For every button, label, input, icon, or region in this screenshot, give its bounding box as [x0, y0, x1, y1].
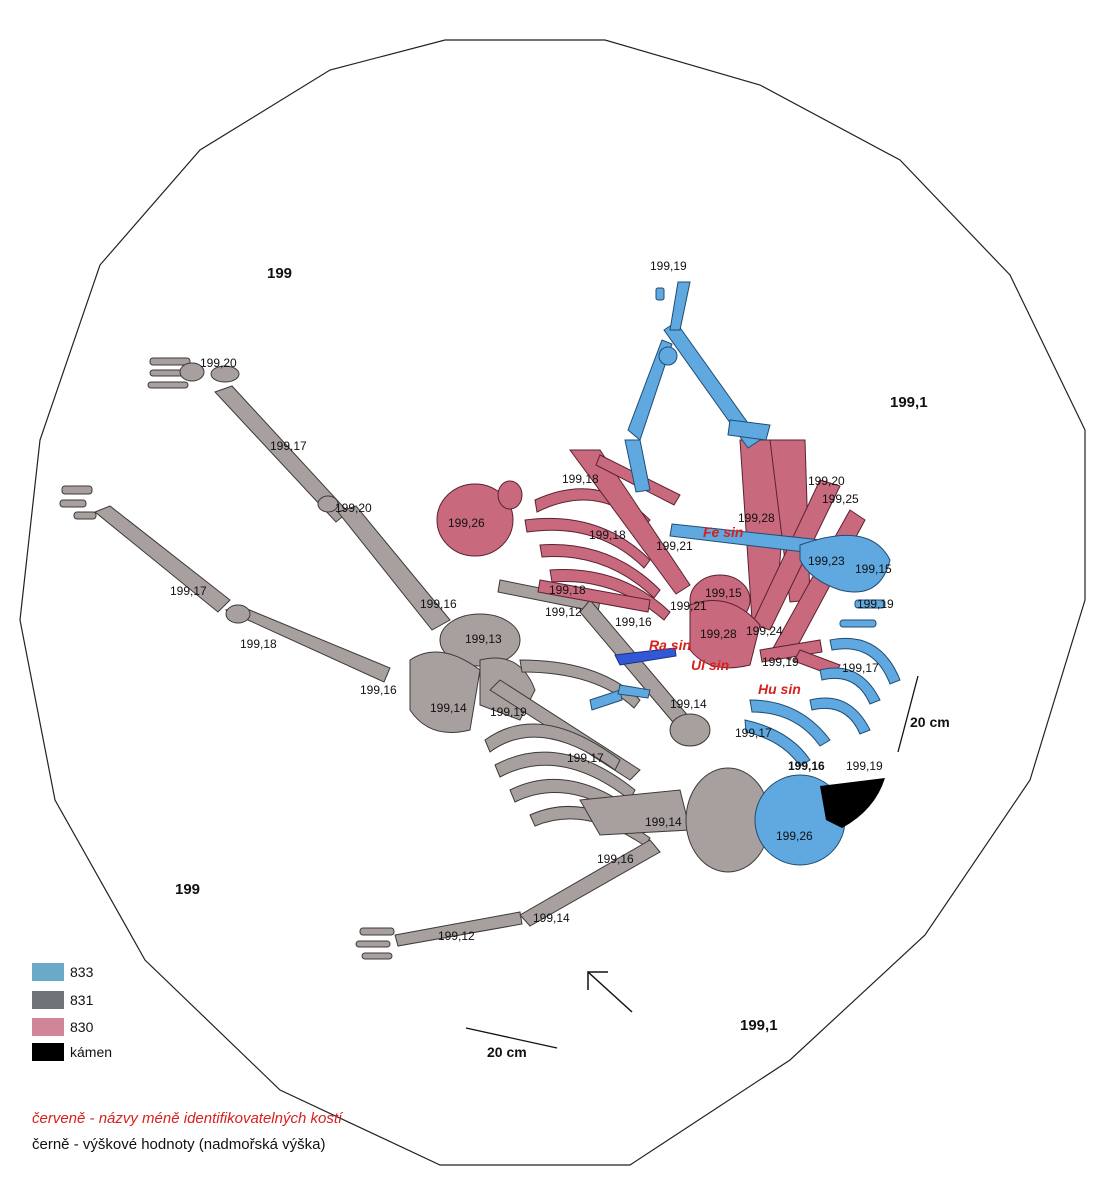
radius-sin-bone: [614, 647, 677, 666]
elevation-label: 199,16: [788, 759, 825, 773]
skeleton-831: [59, 357, 771, 960]
zone-label: 199,1: [890, 394, 928, 411]
elevation-label: 199,17: [735, 726, 772, 740]
elevation-label: 199,17: [270, 439, 307, 453]
elevation-label: 199,20: [808, 474, 845, 488]
legend: 833 831 830 kámen: [32, 963, 112, 1061]
elevation-label: 199,17: [170, 584, 207, 598]
legend-label: 830: [70, 1019, 94, 1035]
skeleton-833: [589, 281, 901, 866]
bone-name-label: Fe sin: [703, 524, 743, 540]
elevation-label: 199,16: [360, 683, 397, 697]
elevation-label: 199,14: [645, 815, 682, 829]
elevation-label: 199,24: [746, 624, 783, 638]
elevation-label: 199,25: [822, 492, 859, 506]
elevation-label: 199,20: [200, 356, 237, 370]
elevation-label: 199,15: [855, 562, 892, 576]
elevation-label: 199,16: [420, 597, 457, 611]
elevation-label: 199,13: [465, 632, 502, 646]
north-arrow: [587, 971, 633, 1013]
legend-swatch-stone: [32, 1043, 64, 1061]
scale-bar-bottom: [465, 1027, 558, 1049]
elevation-label: 199,26: [776, 829, 813, 843]
pit-outline: [19, 39, 1086, 1166]
bone-name-label: Ra sin: [649, 637, 691, 653]
zone-label: 199: [175, 881, 200, 898]
elevation-label: 199,17: [842, 661, 879, 675]
elevation-label: 199,16: [597, 852, 634, 866]
elevation-label: 199,21: [670, 599, 707, 613]
elevation-label: 199,28: [700, 627, 737, 641]
legend-label: kámen: [70, 1044, 112, 1060]
scale-label-right: 20 cm: [910, 714, 950, 730]
stone: [820, 778, 885, 828]
zone-label: 199,1: [740, 1017, 778, 1034]
elevation-label: 199,14: [533, 911, 570, 925]
bone-name-label: Hu sin: [758, 681, 801, 697]
elevation-label: 199,17: [567, 751, 604, 765]
elevation-label: 199,19: [650, 259, 687, 273]
elevation-label: 199,19: [762, 655, 799, 669]
elevation-label: 199,18: [549, 583, 586, 597]
zone-label: 199: [267, 265, 292, 282]
elevation-label: 199,18: [240, 637, 277, 651]
elevation-label: 199,21: [656, 539, 693, 553]
elevation-label: 199,18: [589, 528, 626, 542]
bone-name-label: Ul sin: [691, 657, 729, 673]
elevation-label: 199,16: [615, 615, 652, 629]
elevation-label: 199,14: [430, 701, 467, 715]
scale-label-bottom: 20 cm: [487, 1044, 527, 1060]
legend-label: 833: [70, 964, 94, 980]
elevation-label: 199,12: [545, 605, 582, 619]
elevation-label: 199,20: [335, 501, 372, 515]
note-red-labels: červeně - názvy méně identifikovatelných…: [32, 1110, 343, 1127]
note-black-elevations: černě - výškové hodnoty (nadmořská výška…: [32, 1136, 326, 1153]
scale-bar-right: [897, 675, 919, 753]
elevation-label: 199,23: [808, 554, 845, 568]
elevation-label: 199,19: [846, 759, 883, 773]
skeleton-830: [436, 439, 866, 677]
legend-swatch-831: [32, 991, 64, 1009]
elevation-label: 199,26: [448, 516, 485, 530]
legend-swatch-830: [32, 1018, 64, 1036]
elevation-label: 199,14: [670, 697, 707, 711]
legend-swatch-833: [32, 963, 64, 981]
elevation-label: 199,15: [705, 586, 742, 600]
elevation-label: 199,18: [562, 472, 599, 486]
elevation-label: 199,19: [857, 597, 894, 611]
legend-label: 831: [70, 992, 94, 1008]
elevation-label: 199,19: [490, 705, 527, 719]
elevation-label: 199,12: [438, 929, 475, 943]
elevation-label: 199,28: [738, 511, 775, 525]
